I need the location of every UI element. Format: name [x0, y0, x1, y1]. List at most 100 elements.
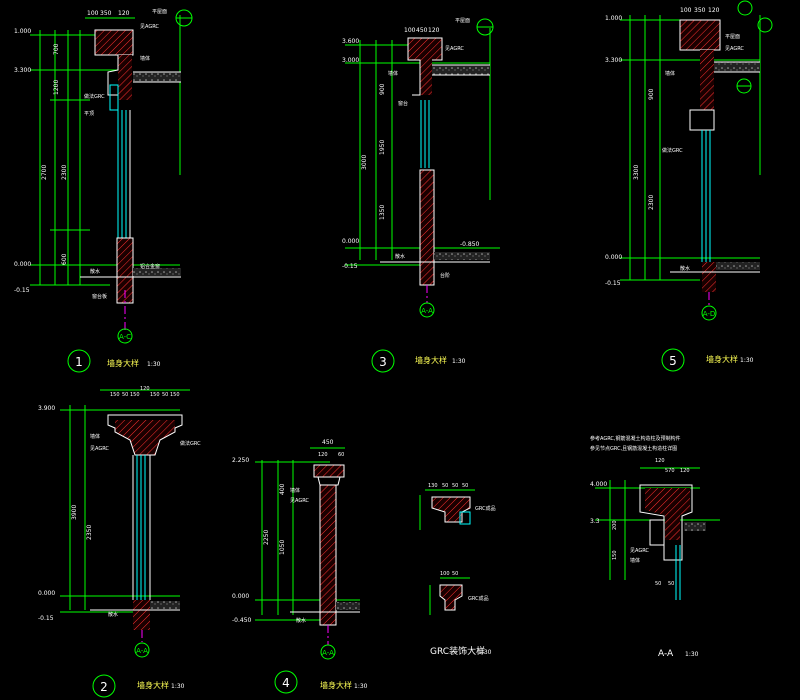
section-title: 墙身大样 [320, 680, 352, 690]
callout-text: 平屋面 [455, 18, 470, 24]
dim-text: 700 [53, 43, 60, 55]
dim-text: 150 [612, 550, 618, 560]
axis-label: A-A [322, 649, 334, 657]
dim-text: -0.850 [460, 241, 480, 248]
dim-text: 350 [100, 10, 112, 17]
section-2: A-A 3.900 0.000 -0.15 150 50 150 120 150… [38, 386, 201, 698]
aa-note: 参见节点GRC,且钢筋混凝土构造柱详图 [590, 445, 677, 452]
dim-text: 150 [130, 392, 140, 398]
section-title: GRC装饰大样 [430, 645, 485, 657]
section-3: A-A 3.600 3.000 0.000 -0.15 100 450 120 … [342, 18, 500, 373]
callout-text: 墙体 [140, 55, 150, 62]
dim-text: 100 [680, 7, 692, 14]
axis-label: A-A [421, 307, 433, 315]
dim-text: 3000 [361, 155, 368, 170]
dim-text: 100 [404, 27, 416, 34]
callout-text: 平屋面 [725, 34, 740, 40]
aa-detail: 4.000 3.3 参考AGRC,钢筋混凝土构造柱及预制构件 参见节点GRC,且… [590, 435, 720, 659]
dim-text: 50 [462, 483, 468, 489]
dim-text: 1350 [379, 205, 386, 220]
section-scale: 1:30 [171, 683, 185, 690]
callout-text: 墙体 [665, 70, 675, 77]
dim-text: 900 [648, 88, 655, 100]
level-label: 2.250 [232, 457, 249, 464]
level-label: 3.300 [14, 67, 31, 74]
dim-text: 130 [428, 483, 438, 489]
section-number: 1 [75, 355, 83, 369]
section-1: A-C 1.000 3.300 0.000 -0.15 100 350 120 … [14, 9, 193, 373]
dim-text: 50 [452, 483, 458, 489]
callout-text: 做法GRC [84, 93, 105, 100]
level-label: 3.3 [590, 518, 600, 525]
callout-text: GRC成品 [475, 505, 496, 512]
dim-text: 900 [379, 83, 386, 95]
dim-text: 120 [680, 468, 690, 474]
section-number: 5 [669, 354, 677, 368]
callout-text: 散水 [395, 253, 405, 260]
dim-text: 50 [452, 571, 458, 577]
callout-text: 散水 [296, 617, 306, 624]
level-label: 1.000 [14, 28, 31, 35]
callout-text: 墙体 [90, 433, 100, 440]
dim-text: 2250 [263, 530, 270, 545]
section-title: 墙身大样 [137, 680, 169, 690]
dim-text: 50 [122, 392, 128, 398]
dim-text: 1950 [379, 140, 386, 155]
dim-text: 350 [694, 7, 706, 14]
level-label: 0.000 [232, 593, 249, 600]
dim-text: 120 [140, 386, 150, 392]
level-label: 3.300 [605, 57, 622, 64]
section-scale: 1:30 [354, 683, 368, 690]
dim-text: 600 [61, 253, 68, 265]
callout-text: 做法GRC [662, 147, 683, 154]
dim-text: 3300 [633, 165, 640, 180]
callout-text: 散水 [680, 265, 690, 272]
dim-text: 120 [118, 10, 130, 17]
section-scale: 1:30 [740, 357, 754, 364]
callout-text: 铝合金窗 [140, 263, 160, 270]
dim-text: 2300 [61, 165, 68, 180]
section-number: 2 [100, 680, 108, 694]
section-5: A-D 1.000 3.300 0.000 -0.15 100 350 120 … [605, 0, 773, 372]
section-number: 3 [379, 355, 387, 369]
axis-label: A-A [136, 647, 148, 655]
dim-text: 2300 [648, 195, 655, 210]
dim-text: 450 [322, 439, 334, 446]
section-scale: 1:30 [478, 649, 492, 656]
dim-text: 50 [655, 581, 661, 587]
dim-text: 400 [279, 483, 286, 495]
axis-label: A-D [703, 310, 716, 318]
callout-text: 平顶 [84, 111, 94, 117]
aa-note: 参考AGRC,钢筋混凝土构造柱及预制构件 [590, 435, 681, 442]
level-label: 4.000 [590, 481, 607, 488]
callout-text: 见AGRC [630, 548, 649, 554]
callout-text: 窗台板 [92, 293, 107, 300]
level-label: 0.000 [605, 254, 622, 261]
section-4: A-A 2.250 0.000 -0.450 450 120 60 2250 1… [232, 439, 368, 694]
callout-text: 墙体 [630, 557, 640, 564]
dim-text: 60 [338, 452, 344, 458]
level-label: -0.15 [605, 280, 621, 287]
level-label: 0.000 [14, 261, 31, 268]
level-label: 1.000 [605, 15, 622, 22]
callout-text: 做法GRC [180, 440, 201, 447]
dim-text: 570 [665, 468, 675, 474]
dim-text: 120 [318, 452, 328, 458]
dim-text: 50 [668, 581, 674, 587]
callout-text: 平屋面 [152, 9, 167, 15]
level-label: -0.15 [38, 615, 54, 622]
level-label: -0.450 [232, 617, 252, 624]
dim-text: 1050 [279, 540, 286, 555]
level-label: -0.15 [342, 263, 358, 270]
section-number: 4 [282, 676, 290, 690]
callout-text: 见AGRC [725, 46, 744, 52]
dim-text: 150 [170, 392, 180, 398]
level-label: 0.000 [342, 238, 359, 245]
level-label: 3.900 [38, 405, 55, 412]
dim-text: 120 [428, 27, 440, 34]
level-label: 3.000 [342, 57, 359, 64]
callout-text: 见AGRC [140, 24, 159, 30]
dim-text: 100 [440, 571, 450, 577]
section-scale: 1:30 [147, 361, 161, 368]
